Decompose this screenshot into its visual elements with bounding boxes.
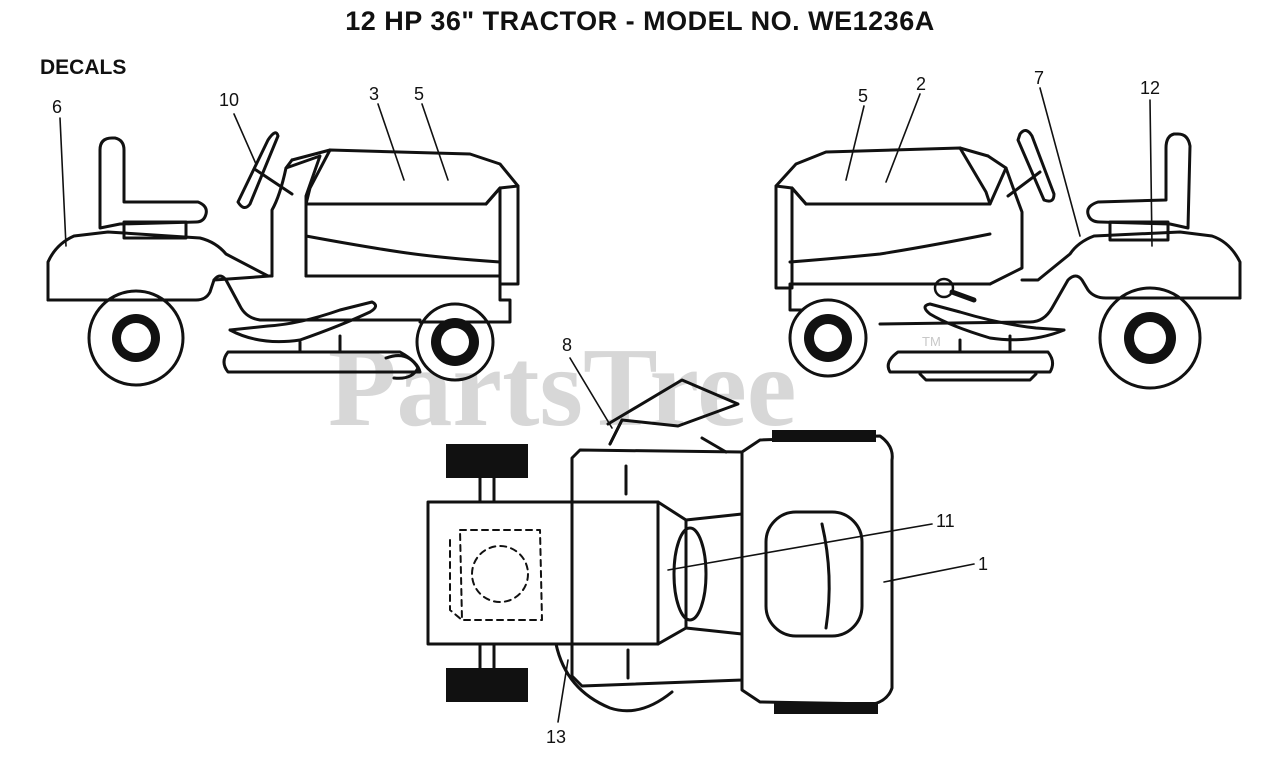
callout-7: 7 [1034,68,1044,88]
callout-13: 13 [546,727,566,747]
seat-base [122,220,188,240]
front-wheel [415,302,495,382]
callout-11: 11 [936,511,955,531]
tractor-top-view [426,357,975,723]
leader-5-left [421,103,449,181]
leader-13 [557,659,569,723]
leader-7 [1039,87,1081,237]
callout-5-right: 5 [858,86,868,106]
rear-fender [46,230,274,302]
dash-ellipse [672,526,708,622]
leader-11 [667,523,933,571]
page-title: 12 HP 36" TRACTOR - MODEL NO. WE1236A [345,6,935,36]
mower-deck [886,350,1055,374]
rear-wheel [87,289,185,387]
rear-wheel [1098,286,1202,390]
callout-2: 2 [916,74,926,94]
seat-base [1108,220,1170,242]
dash-tower [986,154,1024,286]
callout-5-left: 5 [414,84,424,104]
body-top [656,500,688,646]
hood [290,148,520,286]
front-wheel [788,298,868,378]
leader-1 [883,563,975,583]
hood-top [426,500,660,646]
leader-6 [59,117,67,247]
engine-outline [449,529,543,621]
seat-cushion-top [764,510,864,638]
dash-tower [270,154,322,278]
leader-10 [233,113,257,165]
leader-5-right [845,105,865,181]
callout-12: 12 [1140,78,1160,98]
watermark-text: PartsTree [328,326,797,450]
callout-6: 6 [52,97,62,117]
front-tire-bottom [446,668,528,702]
section-label-decals: DECALS [40,56,127,79]
seat-back [98,136,208,230]
leader-3 [377,103,405,181]
leader-8 [569,357,613,429]
callout-labels: 6 10 3 5 5 2 7 12 8 11 1 13 [52,68,1160,747]
tractor-left-side-view [46,103,520,387]
steering-wheel [1016,129,1056,203]
leader-2 [885,93,921,183]
callout-10: 10 [219,90,239,110]
front-tire-top [446,444,528,478]
rear-fender [1020,230,1242,300]
seat-back [1086,132,1192,230]
callout-3: 3 [369,84,379,104]
watermark-trademark: TM [922,334,941,349]
callout-8: 8 [562,335,572,355]
tractor-right-side-view [774,87,1242,390]
steering-wheel [236,131,280,209]
callout-1: 1 [978,554,988,574]
leader-12 [1149,99,1153,247]
watermark: PartsTree TM [328,326,941,450]
hood [774,146,990,290]
